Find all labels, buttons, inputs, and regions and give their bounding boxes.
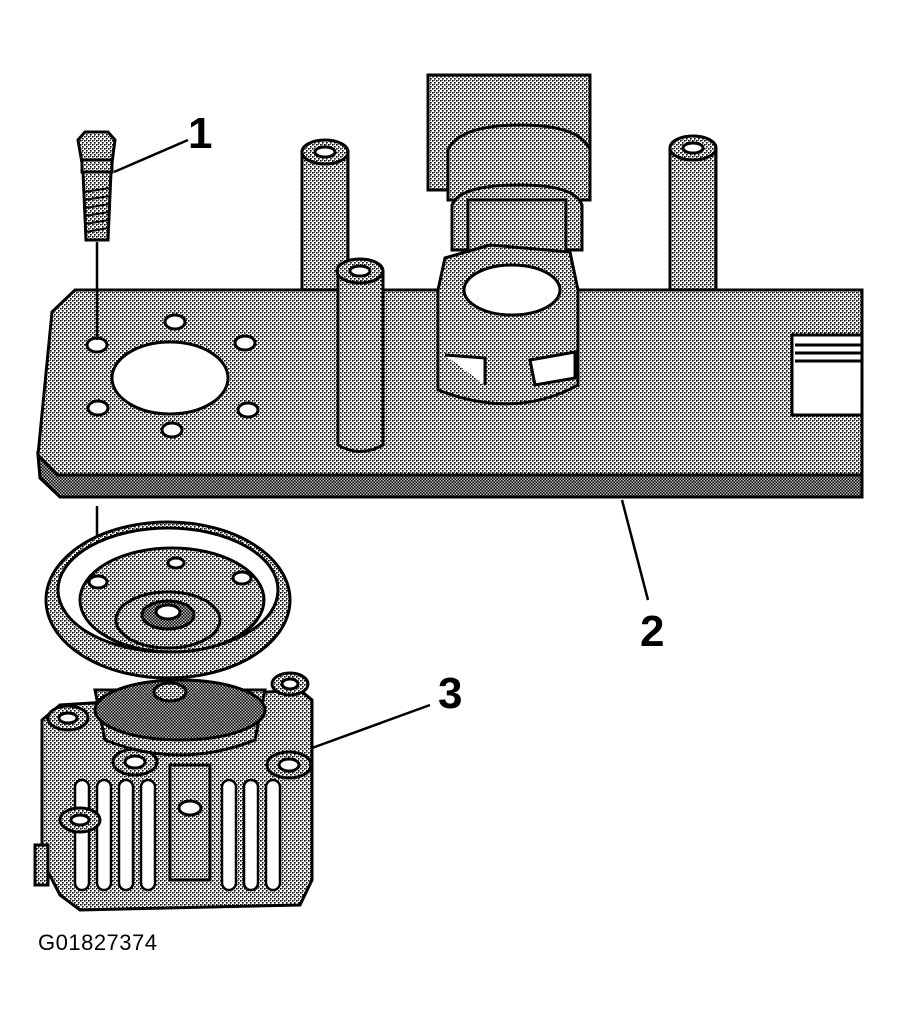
support-post-right (668, 134, 718, 327)
bolt (76, 130, 117, 242)
leader-lines (113, 138, 650, 750)
hex-adapter (436, 243, 580, 406)
press-ram (426, 73, 592, 272)
pump-assembly (33, 520, 314, 912)
callout-3: 3 (438, 669, 463, 718)
figure-id: G01827374 (38, 930, 158, 955)
support-post-front (335, 257, 385, 453)
callout-1: 1 (188, 109, 213, 158)
callout-2: 2 (640, 607, 665, 656)
